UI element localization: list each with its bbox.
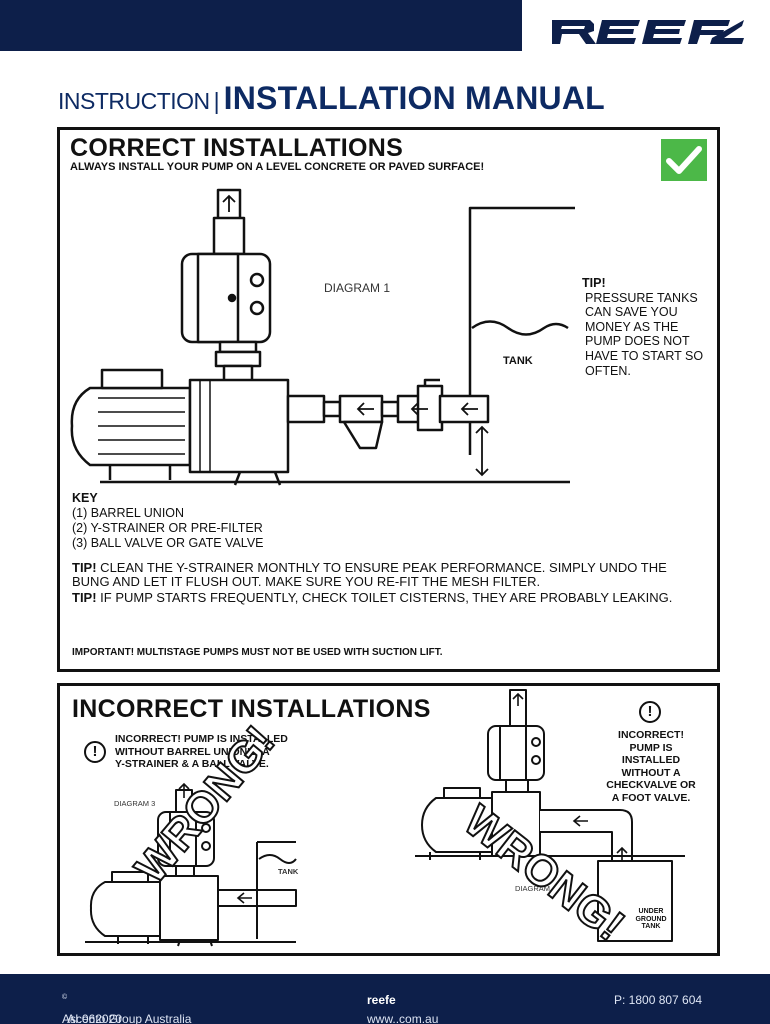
tip-line: PUMP DOES NOT — [585, 334, 690, 349]
note-line: A FOOT VALVE. — [611, 791, 691, 804]
note-line: WITHOUT A — [621, 766, 681, 779]
note-line: PUMP IS — [629, 741, 673, 754]
footer-phone: P: 1800 807 604 — [614, 993, 703, 1007]
heading-instruction: INSTRUCTION — [58, 88, 210, 114]
incorrect-title: INCORRECT INSTALLATIONS — [72, 695, 431, 723]
diagram-1-label: DIAGRAM 1 — [324, 281, 391, 295]
tip-title: TIP! — [582, 276, 606, 290]
tip-cisterns: TIP! IF PUMP STARTS FREQUENTLY, CHECK TO… — [72, 591, 682, 605]
tank-label: TANK — [503, 355, 533, 367]
key-list: KEY (1) BARREL UNION (2) Y-STRAINER OR P… — [72, 491, 264, 551]
exclamation-icon: ! — [639, 701, 661, 723]
correct-subtitle: ALWAYS INSTALL YOUR PUMP ON A LEVEL CONC… — [70, 161, 485, 173]
header-bar — [0, 0, 522, 51]
note-text: PUMP IS INSTALLED — [180, 733, 288, 745]
key-item: (2) Y-STRAINER OR PRE-FILTER — [72, 521, 263, 535]
note-text: Y-STRAINER & A BALL VALVE. — [115, 758, 269, 770]
footer-bar: Ascento Group Australia© AI.062020 www.r… — [0, 974, 770, 1024]
reefe-logo — [552, 20, 744, 44]
pressure-tank-tip: TIP! PRESSURE TANKS CAN SAVE YOU MONEY A… — [582, 276, 704, 378]
checkmark-icon — [661, 139, 707, 181]
note-line: CHECKVALVE OR — [606, 779, 696, 791]
diagram-3-4-illustration — [85, 689, 685, 947]
exclamation-icon: ! — [84, 741, 106, 763]
correct-title: CORRECT INSTALLATIONS — [70, 134, 404, 162]
diagram-1-illustration — [70, 188, 575, 486]
correct-installations-panel: CORRECT INSTALLATIONS ALWAYS INSTALL YOU… — [57, 127, 720, 672]
footer-website-link[interactable]: www.reefe.com.au — [367, 993, 439, 1024]
incorrect-note-left: INCORRECT! PUMP IS INSTALLED WITHOUT BAR… — [115, 733, 288, 771]
note-line: INCORRECT! — [618, 729, 684, 741]
key-title: KEY — [72, 491, 98, 505]
heading-separator: | — [213, 88, 220, 114]
tip-line: PRESSURE TANKS — [585, 290, 698, 305]
incorrect-installations-panel: INCORRECT INSTALLATIONS — [57, 683, 720, 956]
tip-label: TIP! — [72, 590, 97, 605]
key-item: (1) BARREL UNION — [72, 506, 185, 520]
diagram-4-label: DIAGRAM 4 — [515, 884, 557, 893]
important-note: IMPORTANT! MULTISTAGE PUMPS MUST NOT BE … — [72, 647, 443, 658]
tip-text: CLEAN THE Y-STRAINER MONTHLY TO ENSURE P… — [72, 560, 667, 589]
tip-text: IF PUMP STARTS FREQUENTLY, CHECK TOILET … — [96, 590, 673, 605]
tip-line: HAVE TO START SO — [585, 348, 704, 363]
key-item: (3) BALL VALVE OR GATE VALVE — [72, 536, 264, 550]
page-heading: INSTRUCTION|INSTALLATION MANUAL — [58, 80, 605, 117]
note-line: INSTALLED — [621, 754, 681, 766]
tip-strainer: TIP! CLEAN THE Y-STRAINER MONTHLY TO ENS… — [72, 561, 682, 589]
heading-installation-manual: INSTALLATION MANUAL — [223, 80, 605, 116]
underground-tank-label: UNDER GROUND TANK — [635, 908, 667, 930]
tip-line: OFTEN. — [585, 363, 631, 378]
maintenance-tips: TIP! CLEAN THE Y-STRAINER MONTHLY TO ENS… — [72, 561, 682, 607]
note-label: INCORRECT! — [115, 733, 181, 745]
tip-line: CAN SAVE YOU — [585, 305, 678, 320]
diagram-3-label: DIAGRAM 3 — [114, 799, 156, 808]
tip-line: MONEY AS THE — [585, 319, 679, 334]
tank-label: TANK — [278, 867, 299, 876]
note-text: WITHOUT BARREL UNION'S, A — [115, 745, 270, 758]
incorrect-note-right: INCORRECT! PUMP IS INSTALLED WITHOUT A C… — [596, 729, 706, 804]
tip-label: TIP! — [72, 560, 97, 575]
footer-company: Ascento Group Australia© AI.062020 — [62, 994, 192, 1024]
